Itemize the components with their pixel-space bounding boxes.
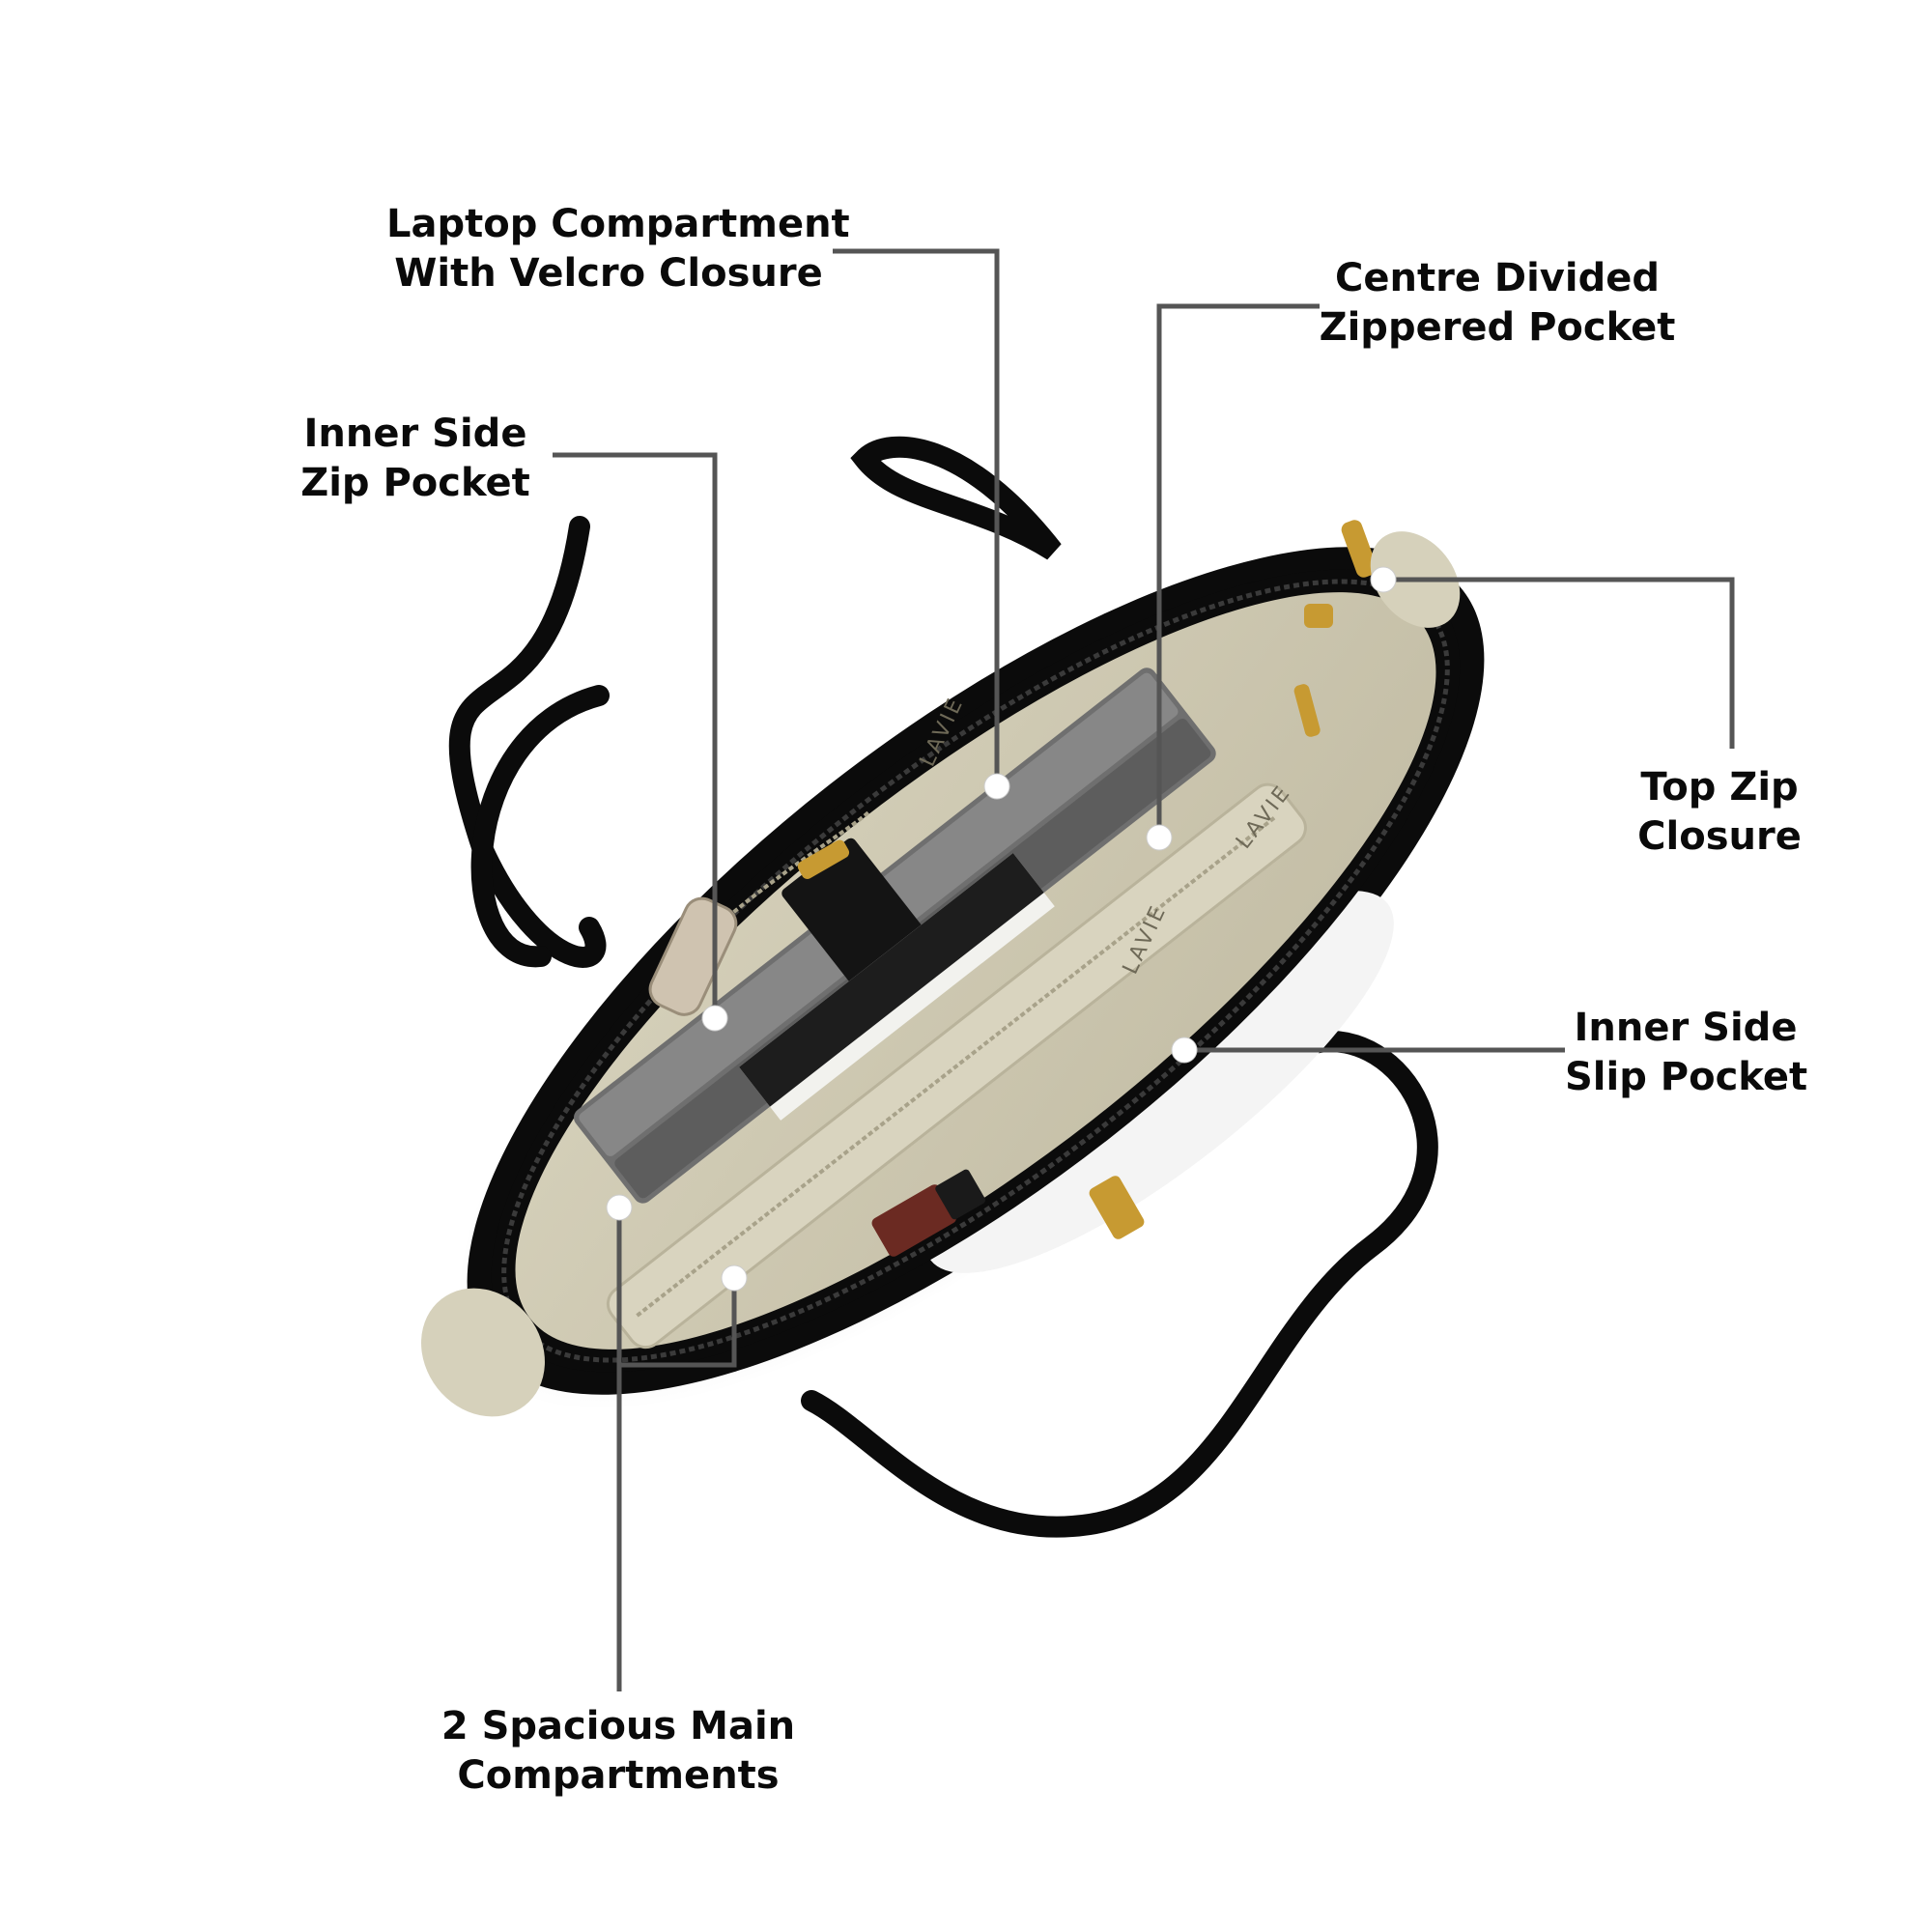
label-line: Centre Divided (1335, 256, 1660, 300)
label-top-zip-closure: Top Zip Closure (1633, 763, 1806, 862)
label-line: Laptop Compartment (386, 202, 850, 246)
zip-pulls (797, 520, 1378, 1239)
leader-centre (1156, 303, 1320, 838)
label-line: Zippered Pocket (1319, 305, 1676, 350)
label-line: Compartments (457, 1753, 780, 1798)
dot-slip (1171, 1037, 1198, 1064)
handle-top-loop (470, 685, 610, 968)
leader-lines (553, 248, 1735, 1691)
dot-main-right (721, 1264, 748, 1292)
leader-topzip (1383, 577, 1735, 749)
dot-side-zip (701, 1005, 728, 1032)
dot-topzip (1370, 566, 1397, 593)
dot-centre (1146, 824, 1173, 851)
leader-laptop (833, 248, 1000, 784)
notebook (739, 853, 1055, 1121)
label-line: Zip Pocket (300, 461, 530, 505)
dot-main-left (606, 1194, 633, 1221)
label-line: With Velcro Closure (394, 251, 823, 296)
callout-dots (606, 566, 1397, 1292)
handle-top-arc (850, 436, 1062, 560)
bag-lining (515, 592, 1436, 1350)
dot-laptop (983, 773, 1010, 800)
leader-side-zip (553, 452, 718, 1018)
handle-top (448, 516, 607, 968)
handle-bottom (801, 1031, 1438, 1538)
label-inner-side-slip-pocket: Inner Side Slip Pocket (1565, 1004, 1808, 1102)
label-line: Closure (1637, 814, 1802, 859)
label-line: Inner Side (303, 412, 527, 456)
label-centre-divided-pocket: Centre Divided Zippered Pocket (1319, 254, 1676, 353)
label-line: Top Zip (1640, 765, 1799, 810)
label-line: Inner Side (1574, 1006, 1798, 1050)
label-main-compartments: 2 Spacious Main Compartments (440, 1702, 797, 1801)
label-line: 2 Spacious Main (440, 1704, 796, 1748)
label-laptop-compartment: Laptop Compartment With Velcro Closure (386, 200, 850, 298)
leader-main-branch (619, 1278, 737, 1368)
label-line: Slip Pocket (1565, 1055, 1808, 1099)
label-inner-side-zip-pocket: Inner Side Zip Pocket (290, 410, 541, 508)
centre-divider (606, 782, 1307, 1350)
lipstick (871, 1169, 985, 1257)
bag-handles (448, 436, 1438, 1538)
lining-end-bottom (421, 1288, 545, 1417)
